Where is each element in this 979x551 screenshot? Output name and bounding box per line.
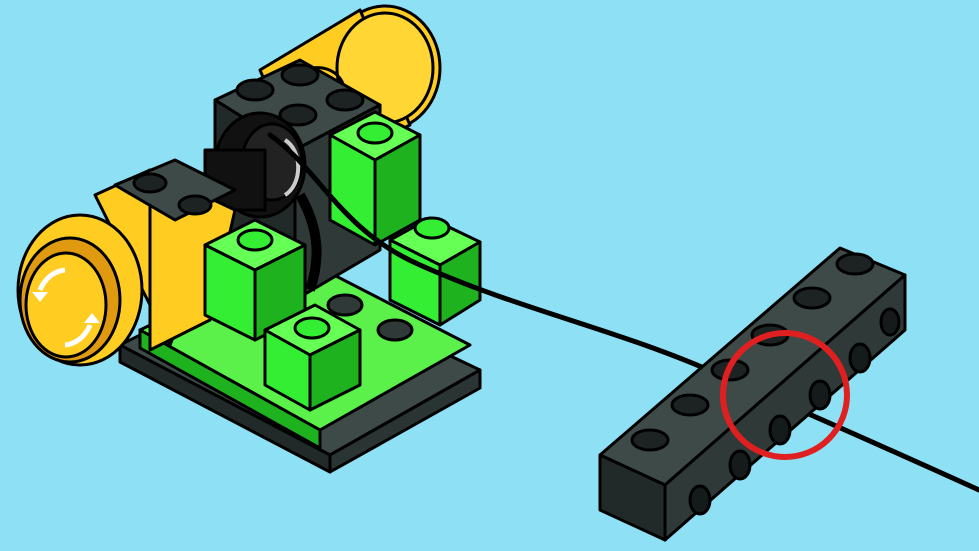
lego-instruction-scene <box>0 0 979 551</box>
scene-canvas <box>0 0 979 551</box>
